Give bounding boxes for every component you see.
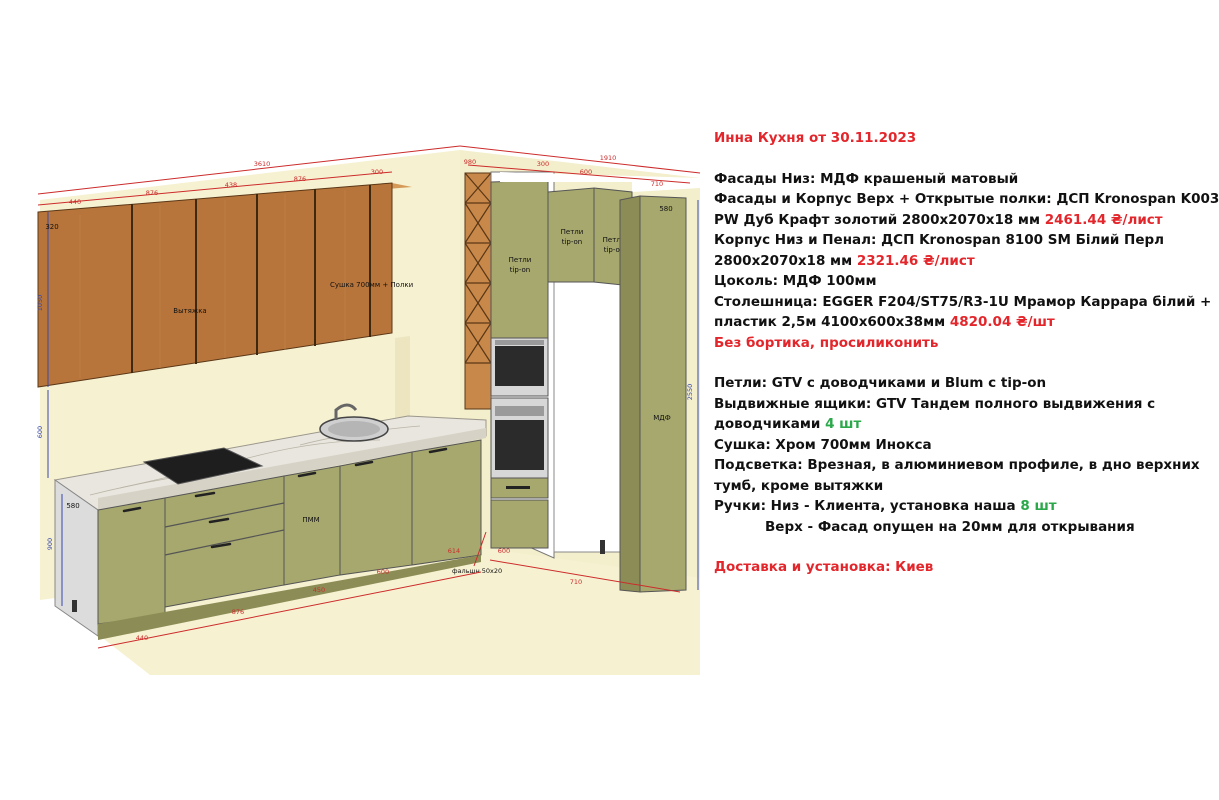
spec-title: Инна Кухня от 30.11.2023 — [714, 130, 917, 146]
dim-right-1910: 1910 — [600, 154, 617, 162]
dim-top-876a: 876 — [146, 189, 158, 197]
dim-right-600: 600 — [580, 168, 592, 176]
spec-carcass-bottom: Корпус Низ и Пенал: ДСП Kronospan 8100 S… — [714, 232, 1165, 248]
spec-delivery: Доставка и установка: Киев — [714, 559, 934, 575]
dim-upper-depth: 320 — [45, 223, 58, 231]
spec-facades-bottom: Фасады Низ: МДФ крашеный матовый — [714, 170, 1019, 187]
upper-cabinets: Вытяжка Сушка 700мм + Полки — [37, 182, 413, 388]
hood-label: Вытяжка — [173, 307, 206, 315]
handle — [354, 460, 374, 467]
spec-gap — [714, 537, 1190, 557]
spec-panel: Инна Кухня от 30.11.2023 Фасады Низ: МДФ… — [714, 128, 1219, 578]
kitchen-drawing: Вытяжка Сушка 700мм + Полки Петли tip-on — [36, 145, 701, 675]
dim-right-710: 710 — [651, 180, 663, 188]
spec-price-top: 2461.44 ₴/лист — [1044, 211, 1163, 228]
spec-lighting-2: тумб, кроме вытяжки — [714, 477, 884, 494]
spec-gap — [714, 149, 1190, 169]
dim-top-total: 3610 — [254, 160, 271, 168]
spec-countertop: Столешница: EGGER F204/ST75/R3-1U Мрамор… — [714, 293, 1212, 310]
spec-countertop-size: пластик 2,5м 4100x600x38мм 4820.04 ₴/шт — [714, 312, 1190, 333]
spec-hinges: Петли: GTV с доводчиками и Blum с tip-on — [714, 375, 1047, 391]
handle — [210, 542, 232, 549]
filler-label: фальшн 50x20 — [452, 567, 502, 575]
dim-base-depth: 580 — [66, 502, 79, 510]
dim-bottom-440: 440 — [136, 634, 148, 642]
dim-top-300: 300 — [371, 168, 383, 176]
dim-top-438: 438 — [225, 181, 237, 189]
pmm-label: ПММ — [302, 516, 319, 524]
spec-facades-top: Фасады и Корпус Верх + Открытые полки: Д… — [714, 191, 1219, 207]
dim-tall-depth: 580 — [659, 205, 672, 213]
tall-mdf-panel: МДФ — [619, 195, 687, 593]
cooktop — [142, 447, 264, 485]
dim-bottom-600: 600 — [377, 568, 389, 576]
hinges-tipon-label-mid: Петли — [561, 228, 584, 236]
hinges-tipon-label-left: Петли — [509, 256, 532, 264]
vertical-dimension-lines — [47, 200, 699, 606]
spec-plinth: Цоколь: МДФ 100мм — [714, 273, 877, 289]
hinges-tipon-label-right-2: tip-on — [604, 246, 625, 254]
spec-drawers-count: доводчиками 4 шт — [714, 414, 1190, 435]
handle — [428, 447, 448, 454]
spec-lighting: Подсветка: Врезная, в алюминиевом профил… — [714, 457, 1200, 473]
spec-price-countertop: 4820.04 ₴/шт — [949, 314, 1055, 330]
hinges-tipon-label-right: Петли — [603, 236, 626, 244]
dimension-lines — [37, 145, 701, 649]
handle — [122, 506, 142, 513]
spec-text: PW Дуб Крафт золотий 2800x2070x18 мм — [714, 211, 1045, 228]
spec-handles-qty: 8 шт — [1020, 498, 1057, 514]
handle — [297, 471, 317, 478]
mdf-label: МДФ — [653, 414, 671, 422]
dim-right-300: 300 — [537, 160, 549, 168]
spec-text: пластик 2,5м 4100x600x38мм — [714, 314, 950, 330]
dim-bottom-450: 450 — [313, 586, 325, 594]
spec-dryer: Сушка: Хром 700мм Инокса — [714, 436, 932, 453]
upper-cabinet-front — [37, 182, 393, 388]
dim-bottom-876: 876 — [232, 608, 244, 616]
base-cabinets: ПММ — [54, 439, 482, 640]
spec-drawers: Выдвижные ящики: GTV Тандем полного выдв… — [714, 395, 1156, 412]
dim-right-980: 980 — [464, 158, 476, 166]
dryer-label: Сушка 700мм + Полки — [330, 281, 413, 289]
countertop — [53, 403, 487, 511]
spec-handles-top: Верх - Фасад опущен на 20мм для открыван… — [765, 518, 1135, 535]
spec-price-carcass: 2321.46 ₴/лист — [856, 252, 975, 269]
floor — [60, 545, 700, 675]
dim-top-876b: 876 — [294, 175, 306, 183]
spec-carcass-bottom-size: 2800x2070x18 мм 2321.46 ₴/лист — [714, 251, 1190, 272]
spec-text: доводчиками — [714, 416, 826, 432]
spec-facades-top-material: PW Дуб Крафт золотий 2800x2070x18 мм 246… — [714, 210, 1190, 231]
dim-top-440: 440 — [69, 198, 81, 206]
handle — [194, 491, 216, 498]
dim-bottom-710: 710 — [570, 578, 582, 586]
handle — [208, 517, 230, 524]
spec-gap — [714, 353, 1190, 373]
spec-text: 2800x2070x18 мм — [714, 252, 857, 269]
wall-edge-shadow — [395, 336, 410, 422]
spec-text: Ручки: Низ - Клиента, установка наша — [714, 498, 1021, 514]
open-x-shelf — [464, 172, 492, 410]
dim-upper-height: 1050 — [36, 295, 44, 312]
dim-tall-height: 2550 — [686, 384, 694, 401]
tall-oven-column: Петли tip-on — [490, 171, 555, 559]
filler-marker: фальшн 50x20 — [452, 531, 502, 575]
hinges-tipon-label-mid-2: tip-on — [562, 238, 583, 246]
spec-handles: Ручки: Низ - Клиента, установка наша 8 ш… — [714, 496, 1190, 517]
spec-no-backsplash: Без бортика, просиликонить — [714, 334, 939, 351]
dim-bottom-614: 614 — [448, 547, 460, 555]
dim-base-height: 900 — [46, 538, 54, 550]
spec-drawers-qty: 4 шт — [825, 416, 862, 432]
dim-back-height: 600 — [36, 426, 44, 438]
faucet — [334, 403, 358, 420]
hinges-tipon-label-left-2: tip-on — [510, 266, 531, 274]
dim-bottom-600b: 600 — [498, 547, 510, 555]
